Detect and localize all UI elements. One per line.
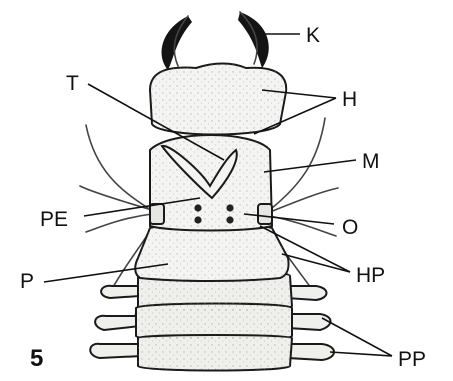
label-PP: PP [398,348,426,371]
label-PE: PE [40,208,68,231]
label-K: K [306,24,320,47]
posterior-segments [136,270,292,371]
label-HP: HP [356,264,385,287]
label-T: T [66,72,79,95]
label-H: H [342,88,357,111]
label-M: M [362,150,380,173]
jaws [162,12,269,70]
label-P: P [20,270,34,293]
figure-number: 5 [30,345,43,372]
label-O: O [342,216,358,239]
